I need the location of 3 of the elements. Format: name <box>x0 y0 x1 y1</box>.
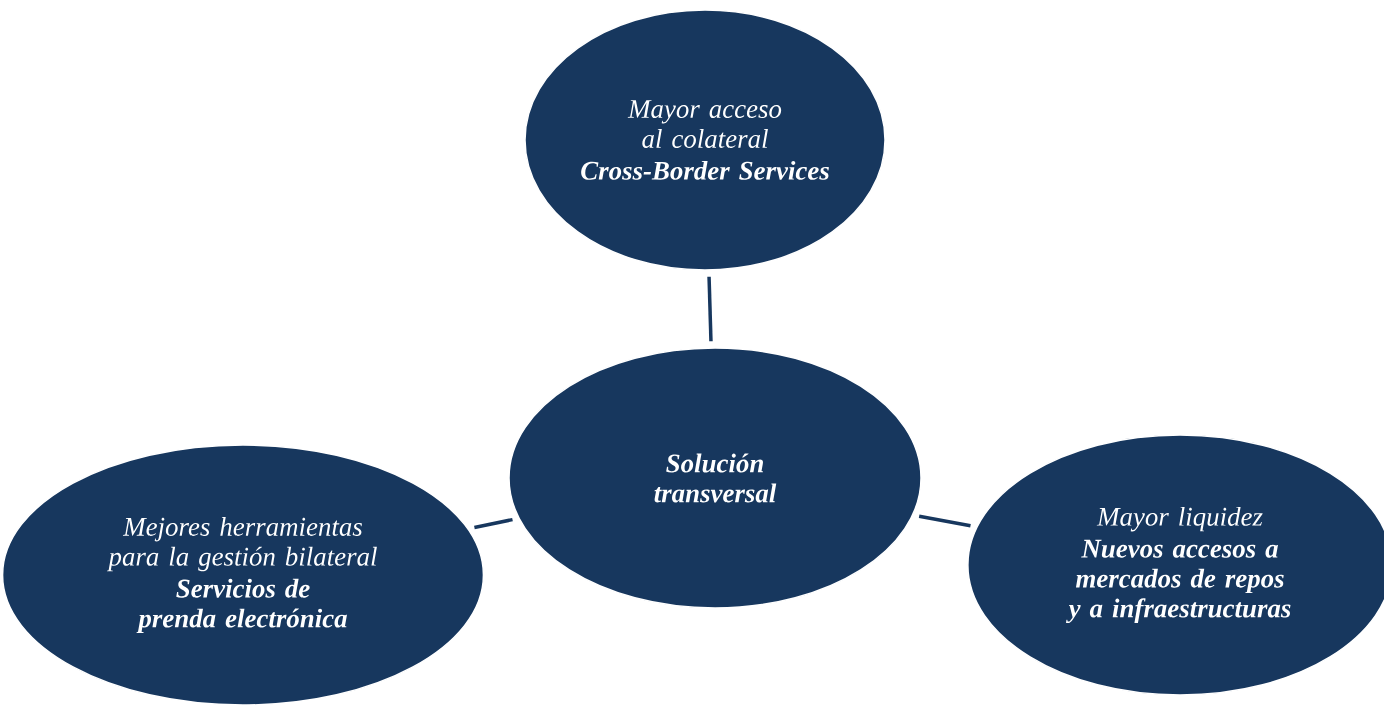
connector-line <box>474 517 513 530</box>
connector-line <box>918 514 971 528</box>
connector-line <box>707 276 713 342</box>
